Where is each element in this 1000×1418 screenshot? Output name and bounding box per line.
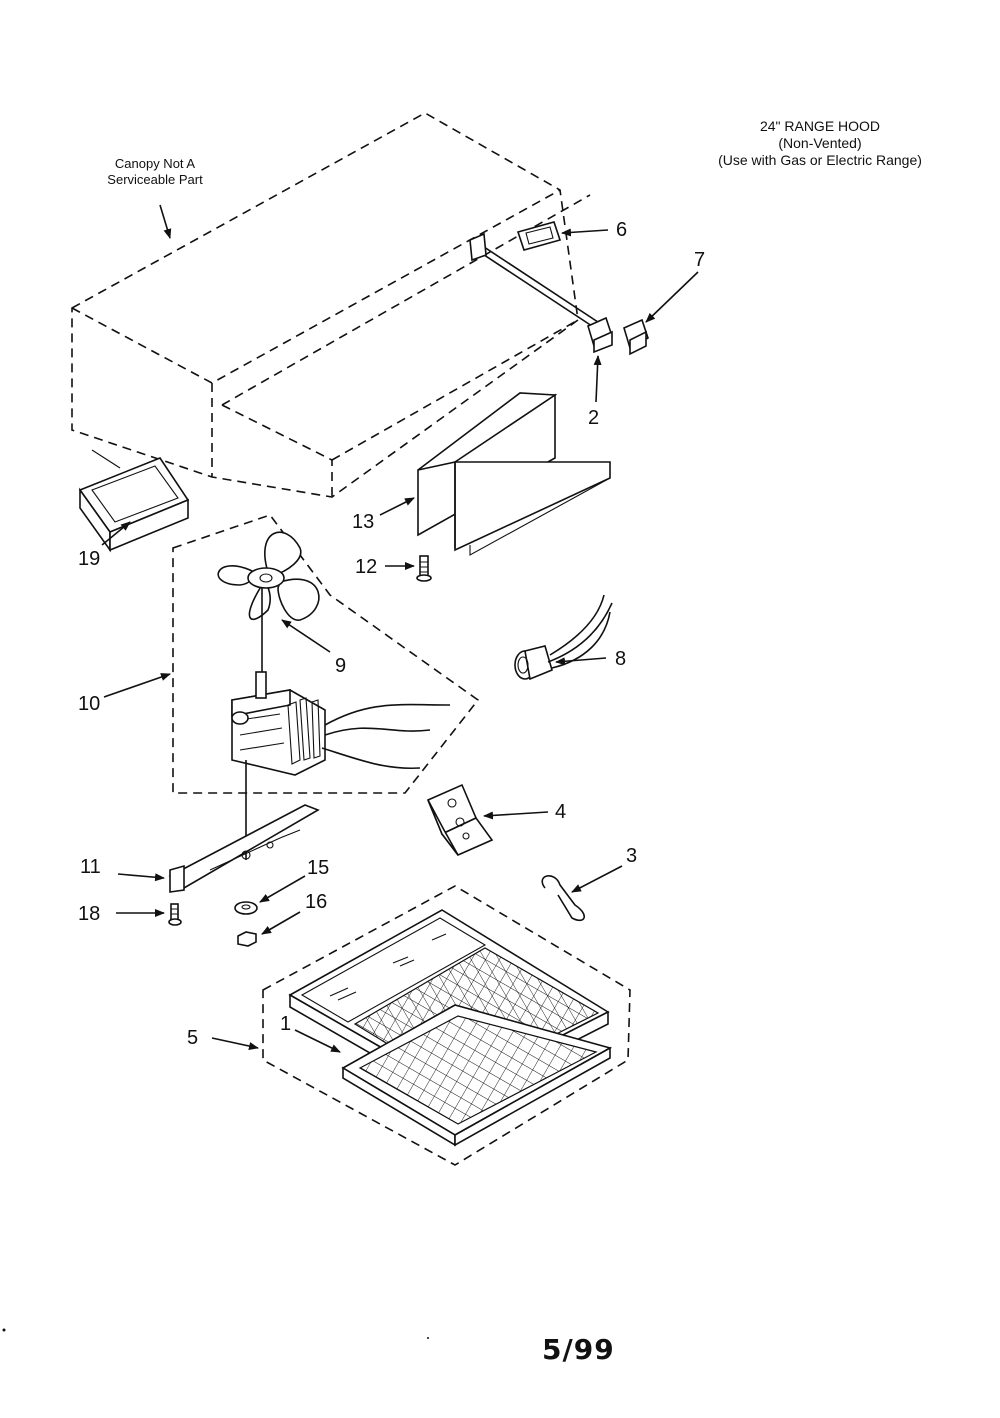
canopy-note-line-2: Serviceable Part: [107, 172, 203, 187]
scan-speck: [427, 1337, 429, 1339]
callout-16: 16: [261, 891, 327, 935]
part-8-lamp-socket: [514, 594, 613, 681]
part-1-lower-filter: [341, 1004, 613, 1147]
callout-label-16: 16: [305, 891, 327, 913]
callout-11: 11: [80, 856, 165, 882]
part-7-switch: [623, 318, 649, 356]
part-6-switch-bezel: [516, 221, 562, 251]
callout-9: 9: [281, 619, 346, 677]
callout-label-5: 5: [187, 1027, 198, 1049]
callout-label-18: 18: [78, 903, 100, 925]
part-19-vent-damper: [78, 449, 190, 553]
canopy-note-line-1: Canopy Not A: [114, 156, 196, 171]
callout-label-6: 6: [616, 219, 627, 241]
callout-label-2: 2: [588, 407, 599, 429]
callout-13: 13: [352, 497, 415, 533]
callout-label-4: 4: [555, 801, 566, 823]
callout-label-8: 8: [615, 648, 626, 670]
part-18-screw: [168, 903, 182, 926]
callout-8: 8: [555, 648, 626, 670]
switch-bracket: [469, 232, 605, 331]
part-12-screw: [416, 555, 432, 582]
callout-label-7: 7: [694, 249, 705, 271]
part-15-washer: [234, 901, 258, 915]
part-3-cable-clamp: [541, 875, 585, 922]
callout-label-9: 9: [335, 655, 346, 677]
part-16-nut: [237, 931, 257, 947]
part-13-light-housing: [417, 392, 611, 556]
callout-10: 10: [78, 673, 171, 715]
motor-body: [231, 671, 451, 860]
diagram-title: 24" RANGE HOOD: [759, 118, 881, 134]
callout-3: 3: [571, 845, 637, 893]
part-11-motor-bracket: [168, 804, 320, 893]
callout-19: 19: [78, 521, 131, 570]
header-block: 24" RANGE HOOD (Non-Vented) (Use with Ga…: [690, 118, 950, 169]
callout-6: 6: [561, 219, 627, 241]
diagram-subtitle: (Non-Vented): [778, 135, 862, 151]
scan-speck: [2, 1328, 6, 1332]
part-5-filter-assembly-outline: [262, 885, 631, 1166]
canopy-note: Canopy Not A Serviceable Part: [60, 156, 250, 188]
callout-7: 7: [645, 249, 705, 323]
part-10-motor-assembly-outline: [172, 514, 480, 794]
callout-label-19: 19: [78, 548, 100, 570]
part-4-mounting-bracket: [426, 783, 494, 856]
part-2-switch: [587, 316, 613, 354]
callout-2: 2: [588, 355, 602, 429]
part-9-fan-blade: [217, 531, 320, 682]
callout-4: 4: [483, 801, 566, 823]
revision-date: 5/99: [542, 1333, 615, 1366]
callout-label-13: 13: [352, 511, 374, 533]
callout-label-1: 1: [280, 1013, 291, 1035]
callout-label-10: 10: [78, 693, 100, 715]
callout-label-15: 15: [307, 857, 329, 879]
callout-label-12: 12: [355, 556, 377, 578]
callout-18: 18: [78, 903, 165, 925]
diagram-usage-note: (Use with Gas or Electric Range): [718, 152, 922, 168]
callout-1: 1: [280, 1013, 341, 1053]
callout-5: 5: [187, 1027, 259, 1050]
callout-label-3: 3: [626, 845, 637, 867]
callout-15: 15: [259, 857, 329, 903]
callout-label-11: 11: [80, 856, 101, 878]
callout-12: 12: [355, 556, 415, 578]
